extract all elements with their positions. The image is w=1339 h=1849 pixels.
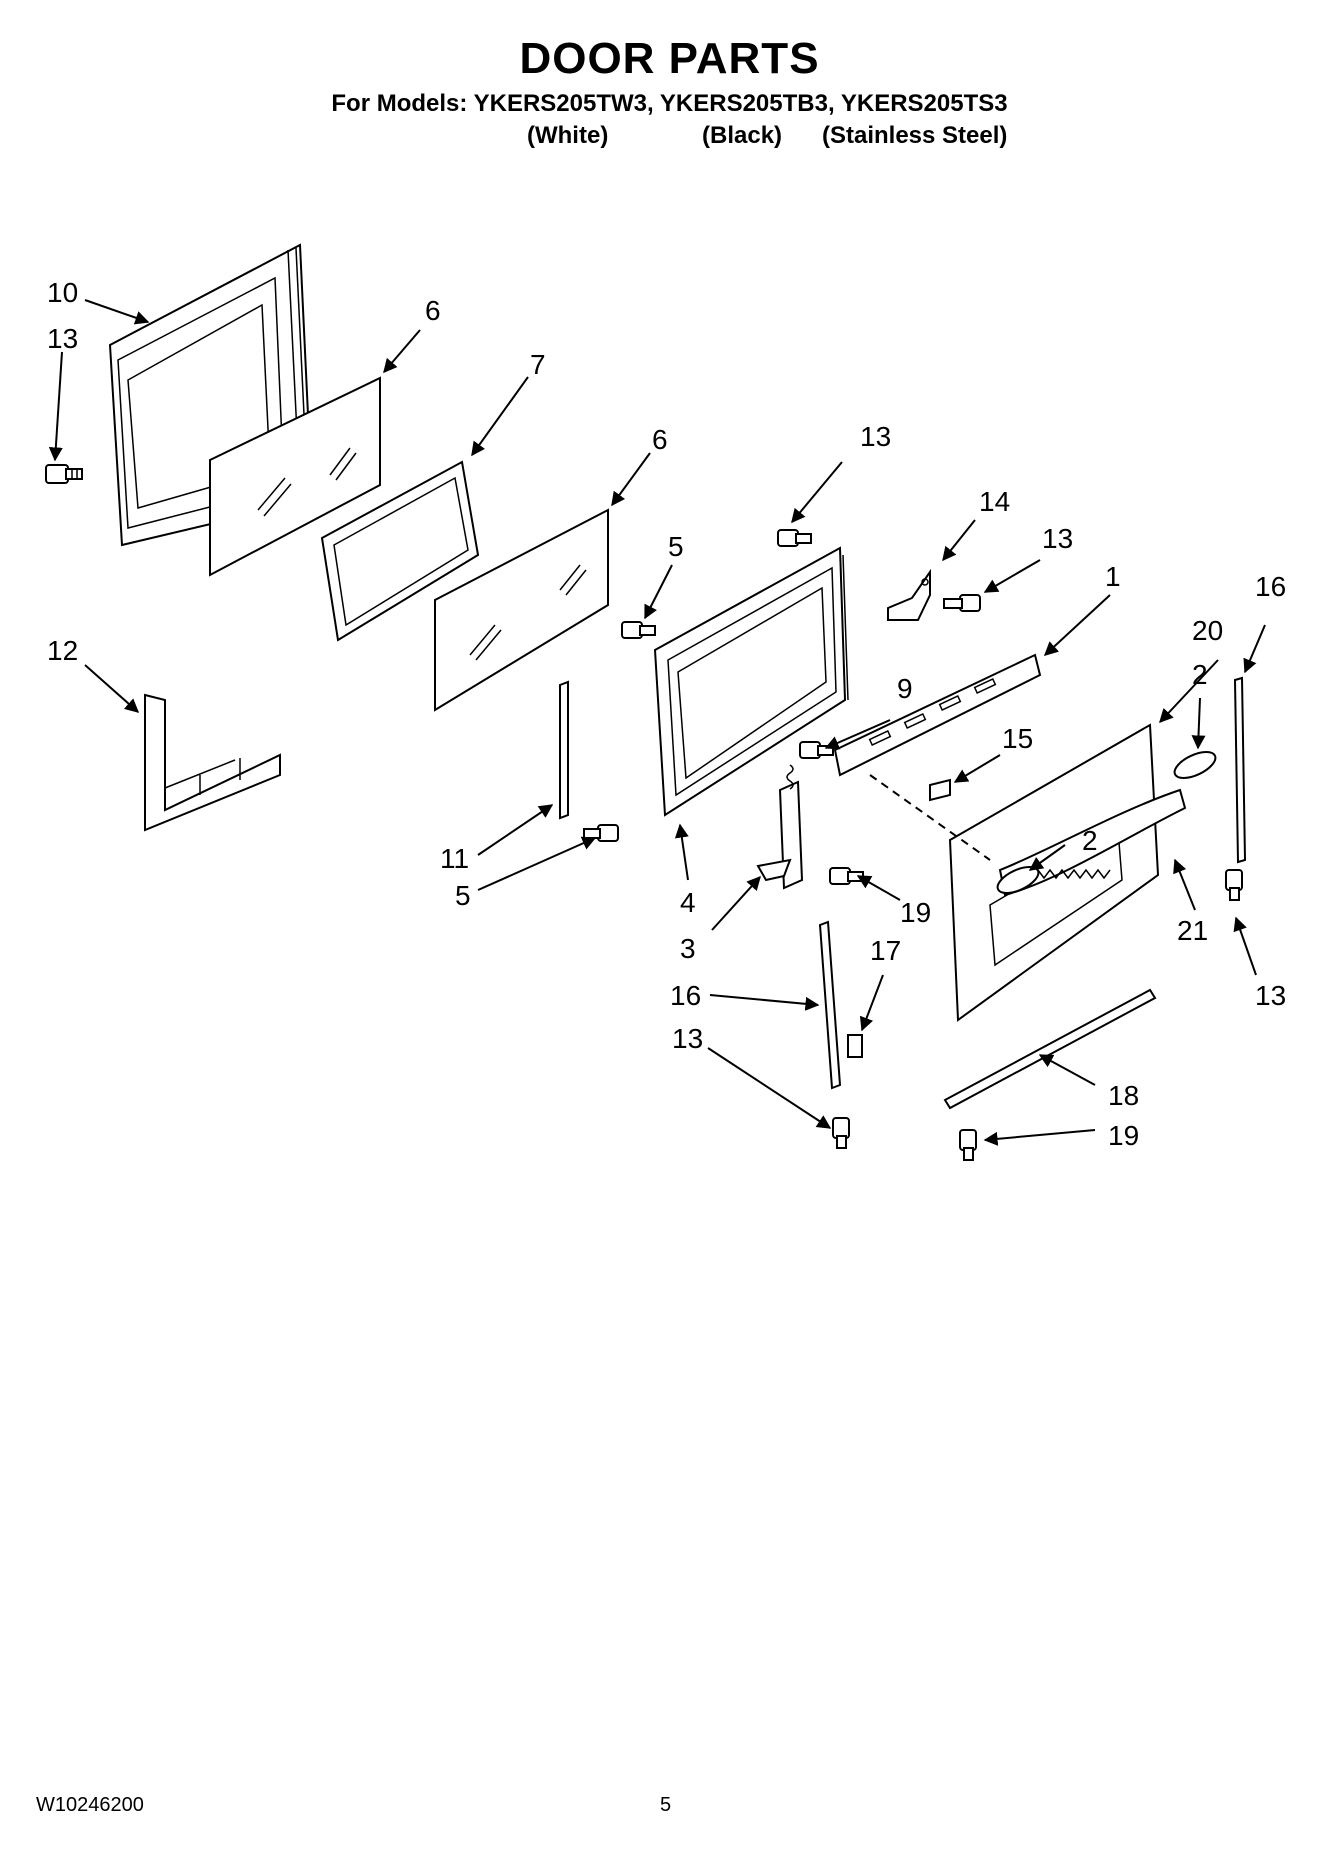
callout-16-right: 16 [1255, 571, 1286, 602]
callout-1: 1 [1105, 561, 1121, 592]
part-2-endcap-right [1173, 751, 1217, 779]
part-5-screw-upper [621, 621, 656, 639]
callout-6-lower: 6 [652, 424, 668, 455]
part-17-pad [847, 1034, 863, 1058]
part-15-pad [929, 778, 951, 802]
callout-13-left-bottom: 13 [672, 1023, 703, 1054]
assembly-line [869, 774, 991, 861]
callout-13-mid: 13 [860, 421, 891, 452]
callout-7: 7 [530, 349, 546, 380]
part-13-screw-bottom-left [832, 1117, 850, 1149]
part-14-bracket [887, 568, 931, 621]
callout-2-upper: 2 [1192, 659, 1208, 690]
part-12-insulation [144, 693, 281, 832]
callout-19-bottom: 19 [1108, 1120, 1139, 1151]
page-number: 5 [660, 1794, 672, 1816]
callout-19-hinge: 19 [900, 897, 931, 928]
callout-18: 18 [1108, 1080, 1139, 1111]
callout-13-right-bottom: 13 [1255, 980, 1286, 1011]
callout-14: 14 [979, 486, 1010, 517]
callout-13-left: 13 [47, 323, 78, 354]
variant-stainless: (Stainless Steel) [822, 122, 1008, 149]
part-13-screw-right-hinge [943, 594, 981, 612]
variant-white: (White) [527, 122, 609, 149]
part-5-screw-lower [583, 824, 619, 842]
document-number: W10246200 [36, 1794, 144, 1816]
part-1-vent-bar [833, 653, 1042, 777]
part-6-glass-lower [434, 508, 609, 712]
callout-3: 3 [680, 933, 696, 964]
callout-17: 17 [870, 935, 901, 966]
callout-11: 11 [440, 843, 469, 874]
part-9-screw [799, 741, 834, 759]
callout-5-upper: 5 [668, 531, 684, 562]
part-13-screw-bottom-right [1225, 869, 1243, 901]
callout-2-lower: 2 [1082, 825, 1098, 856]
leader-lines [48, 299, 1266, 1146]
part-11-strip [559, 680, 569, 820]
callout-13-bracket: 13 [1042, 523, 1073, 554]
part-19-screw-bottom [959, 1129, 977, 1161]
part-4-inner-door-frame [653, 546, 849, 817]
part-16-strip-left [818, 920, 842, 1090]
part-7-glass-frame [320, 460, 480, 642]
callout-12: 12 [47, 635, 78, 666]
page-title: DOOR PARTS [519, 34, 820, 83]
callout-4: 4 [680, 887, 696, 918]
callout-20: 20 [1192, 615, 1223, 646]
callout-6-upper: 6 [425, 295, 441, 326]
part-18-bottom-trim [943, 988, 1157, 1110]
part-13-screw-left [45, 464, 83, 484]
part-3-hinge [756, 764, 804, 890]
part-6-glass-upper [209, 376, 381, 577]
part-13-screw-mid [777, 529, 812, 547]
variant-black: (Black) [702, 122, 783, 149]
callout-16-left: 16 [670, 980, 701, 1011]
models-line: For Models: YKERS205TW3, YKERS205TB3, YK… [331, 90, 1008, 117]
callout-15: 15 [1002, 723, 1033, 754]
callout-10: 10 [47, 277, 78, 308]
callout-21: 21 [1177, 915, 1208, 946]
callout-5-lower: 5 [455, 880, 471, 911]
part-16-strip-right [1233, 676, 1247, 864]
callout-9: 9 [897, 673, 913, 704]
